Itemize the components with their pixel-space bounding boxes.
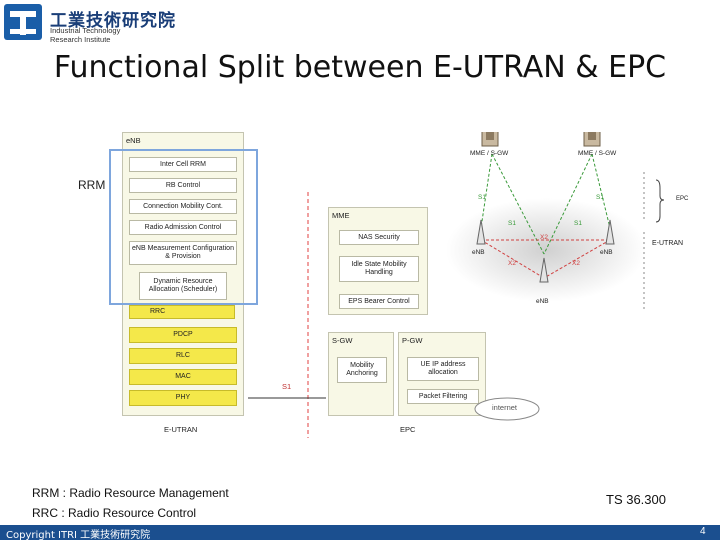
eutran-bracket-label: E-UTRAN (652, 240, 684, 247)
enb-layer-rlc: RLC (129, 348, 237, 364)
itri-logo: 工業技術研究院 Industrial Technology Research I… (4, 4, 179, 44)
enb-title: eNB (126, 136, 141, 145)
logo-english-line1: Industrial Technology (50, 26, 121, 35)
enb-function-measurement: eNB Measurement Configuration & Provisio… (129, 241, 237, 265)
internet-cloud-icon (474, 397, 540, 421)
core-node-label-2: MME / S-GW (578, 150, 617, 157)
internet-label: internet (492, 403, 518, 412)
functional-split-diagram: eNB Inter Cell RRM RB Control Connection… (118, 132, 718, 442)
x2-link-label-2: X2 (508, 260, 516, 267)
logo-chinese-name: 工業技術研究院 (50, 11, 176, 31)
mme-block: MME NAS Security Idle State Mobility Han… (328, 207, 428, 315)
rrm-highlight-frame (109, 149, 258, 305)
mme-function-idle-mobility: Idle State Mobility Handling (339, 256, 419, 282)
page-number: 4 (700, 526, 706, 537)
enb-function-radio-admission: Radio Admission Control (129, 220, 237, 235)
enb-node-label-1: eNB (472, 249, 485, 256)
s1-link-label-2: S1 (508, 220, 516, 227)
enb-block: eNB Inter Cell RRM RB Control Connection… (122, 132, 244, 416)
logo-english-line2: Research Institute (50, 35, 111, 44)
s1-link-label-1: S1 (478, 194, 486, 201)
epc-bracket-label: EPC (676, 196, 689, 202)
rrm-label: RRM (78, 178, 106, 192)
pgw-block: P-GW UE IP address allocation Packet Fil… (398, 332, 486, 416)
s1-link-label-4: S1 (596, 194, 604, 201)
x2-link-label-3: X2 (572, 260, 580, 267)
s1-interface-lines (248, 192, 326, 438)
mme-function-eps-bearer: EPS Bearer Control (339, 294, 419, 309)
enb-function-scheduler: Dynamic Resource Allocation (Scheduler) (139, 272, 227, 300)
enb-node-label-3: eNB (536, 298, 549, 305)
legend-rrc: RRC : Radio Resource Control (32, 506, 197, 520)
enb-layer-mac: MAC (129, 369, 237, 385)
copyright-text: Copyright ITRI 工業技術研究院 (6, 530, 151, 541)
sgw-title: S-GW (332, 336, 353, 345)
mme-title: MME (332, 211, 350, 220)
enb-layer-phy: PHY (129, 390, 237, 406)
sgw-block: S-GW Mobility Anchoring (328, 332, 394, 416)
pgw-function-ue-ip-allocation: UE IP address allocation (407, 357, 479, 381)
sgw-function-mobility-anchoring: Mobility Anchoring (337, 357, 387, 383)
enb-node-label-2: eNB (600, 249, 613, 256)
pgw-title: P-GW (402, 336, 423, 345)
x2-link-label-1: X2 (540, 234, 548, 241)
enb-function-rb-control: RB Control (129, 178, 237, 193)
enb-layer-pdcp: PDCP (129, 327, 237, 343)
footer-bar (0, 525, 720, 540)
s1-link-label-3: S1 (574, 220, 582, 227)
itri-logo-mark-icon (4, 4, 42, 40)
spec-reference: TS 36.300 (606, 492, 666, 507)
epc-label: EPC (400, 425, 416, 434)
enb-function-inter-cell-rrm: Inter Cell RRM (129, 157, 237, 172)
eutran-label: E-UTRAN (164, 425, 198, 434)
network-topology (446, 132, 665, 312)
enb-layer-rrc: RRC (129, 305, 235, 319)
slide-title: Functional Split between E-UTRAN & EPC (53, 50, 667, 85)
mme-function-nas-security: NAS Security (339, 230, 419, 245)
legend-rrm: RRM : Radio Resource Management (32, 486, 229, 500)
core-node-label-1: MME / S-GW (470, 150, 509, 157)
s1-label: S1 (282, 382, 292, 391)
pgw-function-packet-filtering: Packet Filtering (407, 389, 479, 404)
enb-function-connection-mobility: Connection Mobility Cont. (129, 199, 237, 214)
